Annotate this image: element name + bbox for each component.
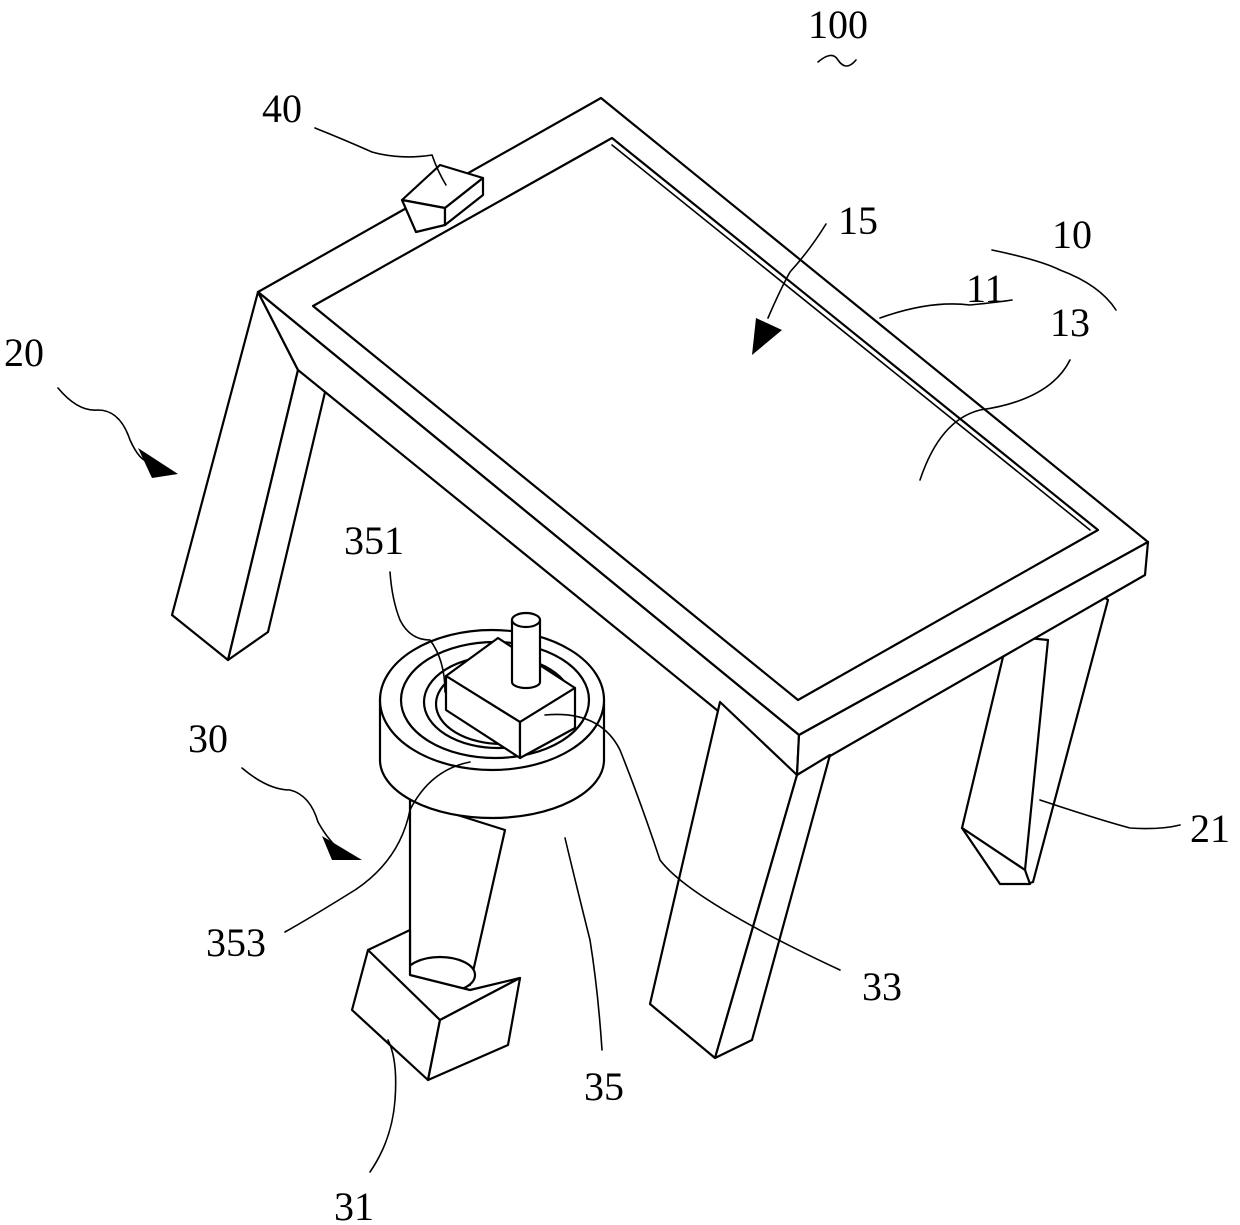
label-outer-ring: 351 <box>344 518 404 563</box>
label-bearing: 35 <box>584 1064 624 1109</box>
label-frame: 11 <box>966 266 1005 311</box>
label-leg-group: 20 <box>4 330 44 375</box>
motor-shaft <box>405 800 505 993</box>
label-block: 33 <box>862 964 902 1009</box>
arrow-30 <box>242 768 362 860</box>
label-motor: 31 <box>334 1184 374 1225</box>
label-panel: 13 <box>1050 300 1090 345</box>
label-drive-group: 30 <box>188 716 228 761</box>
arrow-20 <box>58 388 178 478</box>
label-assembly: 100 <box>808 2 868 47</box>
label-direction: 15 <box>838 198 878 243</box>
label-table: 10 <box>1052 212 1092 257</box>
label-sensor: 40 <box>262 86 302 131</box>
label-inner-ring: 353 <box>206 920 266 965</box>
label-leg: 21 <box>1190 806 1230 851</box>
post <box>512 613 540 688</box>
